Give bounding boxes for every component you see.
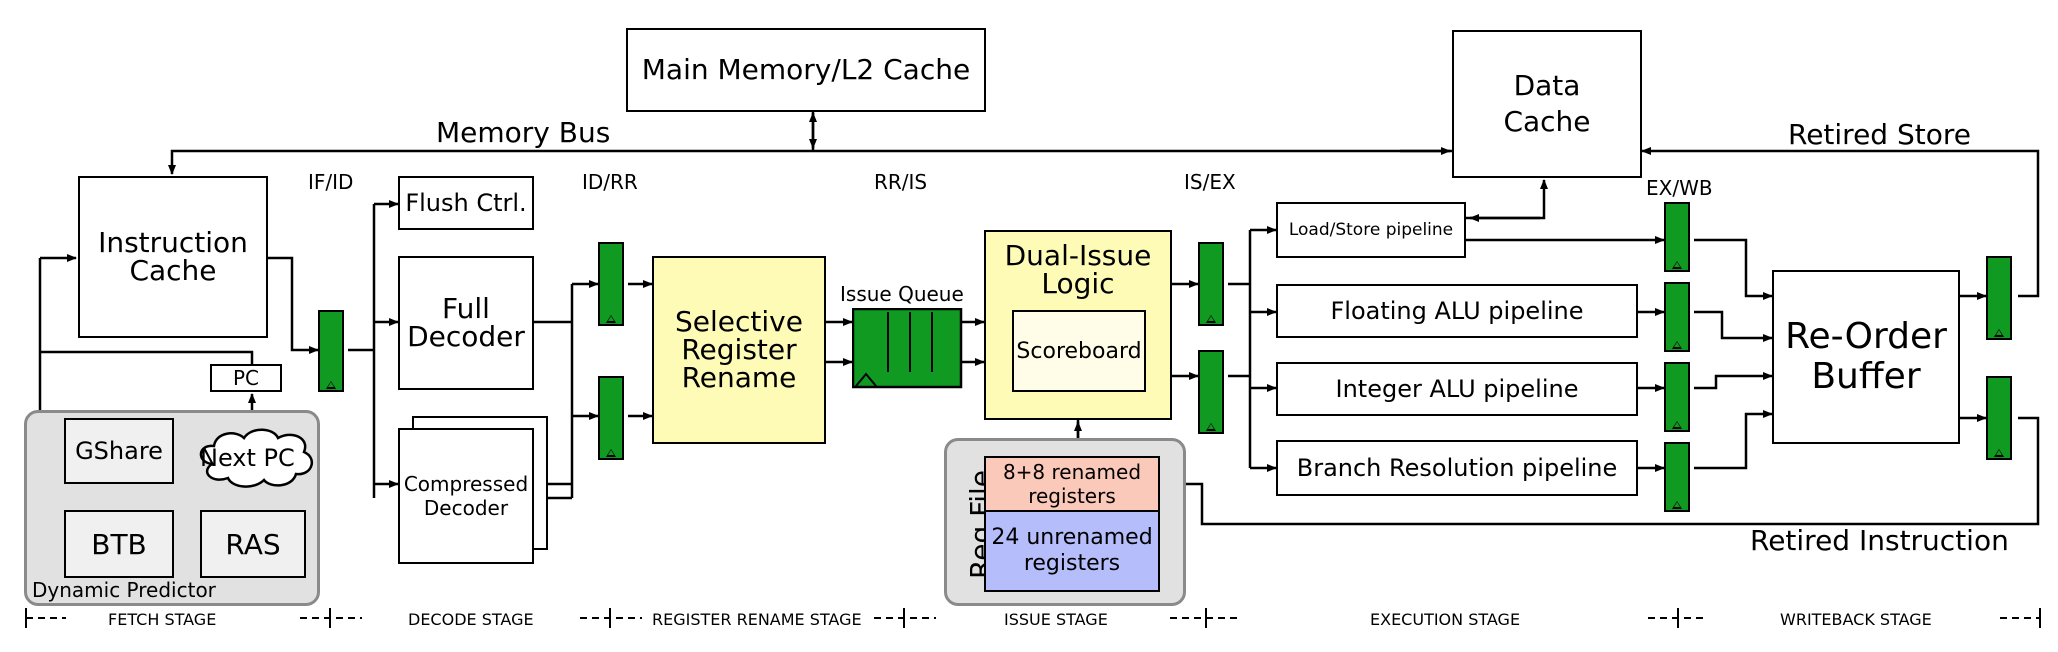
btb-block: BTB xyxy=(64,510,174,578)
main-memory-block: Main Memory/L2 Cache xyxy=(626,28,986,112)
id-rr-label: ID/RR xyxy=(582,170,638,194)
if-id-latch xyxy=(318,310,344,392)
ex-wb-latch-3 xyxy=(1664,362,1690,432)
is-ex-latch-1 xyxy=(1198,242,1224,326)
selective-register-rename-block: Selective Register Rename xyxy=(652,256,826,444)
load-store-pipeline-block: Load/Store pipeline xyxy=(1276,202,1466,258)
pc-register: PC xyxy=(210,364,282,392)
fetch-stage-label: FETCH STAGE xyxy=(108,610,217,629)
scoreboard-block: Scoreboard xyxy=(1012,310,1146,392)
retired-instruction-line xyxy=(1163,416,2040,526)
if-id-label: IF/ID xyxy=(308,170,354,194)
writeback-stage-label: WRITEBACK STAGE xyxy=(1780,610,1932,629)
ex-wb-latch-2 xyxy=(1664,282,1690,352)
full-decoder-block: Full Decoder xyxy=(398,256,534,390)
next-pc-cloud xyxy=(199,428,314,488)
register-rename-stage-label: REGISTER RENAME STAGE xyxy=(652,610,862,629)
is-ex-latch-2 xyxy=(1198,350,1224,434)
gshare-block: GShare xyxy=(64,418,174,484)
issue-queue-block xyxy=(852,308,963,389)
id-rr-latch-1 xyxy=(598,242,624,326)
next-pc-label: Next PC xyxy=(200,444,295,472)
issue-queue-label: Issue Queue xyxy=(840,282,964,306)
branch-resolution-pipeline-block: Branch Resolution pipeline xyxy=(1276,440,1638,496)
ras-block: RAS xyxy=(200,510,306,578)
dual-issue-logic-label: Dual-Issue Logic xyxy=(1004,239,1152,300)
rr-is-label: RR/IS xyxy=(874,170,928,194)
instruction-cache-block: Instruction Cache xyxy=(78,176,268,338)
floating-alu-pipeline-block: Floating ALU pipeline xyxy=(1276,284,1638,338)
retire-latch-1 xyxy=(1986,256,2012,340)
memory-bus-label: Memory Bus xyxy=(436,116,611,149)
issue-stage-label: ISSUE STAGE xyxy=(1004,610,1108,629)
renamed-registers-block: 8+8 renamed registers xyxy=(984,456,1160,512)
ex-wb-latch-1 xyxy=(1664,202,1690,272)
dynamic-predictor-label: Dynamic Predictor xyxy=(32,578,216,602)
unrenamed-registers-block: 24 unrenamed registers xyxy=(984,510,1160,592)
execution-stage-label: EXECUTION STAGE xyxy=(1370,610,1521,629)
retired-store-label: Retired Store xyxy=(1788,118,1971,151)
is-ex-label: IS/EX xyxy=(1184,170,1236,194)
flush-ctrl-block: Flush Ctrl. xyxy=(398,176,534,230)
retired-instruction-label: Retired Instruction xyxy=(1750,524,2009,557)
decode-stage-label: DECODE STAGE xyxy=(408,610,534,629)
id-rr-latch-2 xyxy=(598,376,624,460)
reorder-buffer-block: Re-Order Buffer xyxy=(1772,270,1960,444)
integer-alu-pipeline-block: Integer ALU pipeline xyxy=(1276,362,1638,416)
memory-bus-line xyxy=(168,149,1452,175)
retire-latch-2 xyxy=(1986,376,2012,460)
data-cache-block: Data Cache xyxy=(1452,30,1642,178)
retired-store-line xyxy=(1641,147,2040,298)
compressed-decoder-block: Compressed Decoder xyxy=(398,428,534,564)
ex-wb-label: EX/WB xyxy=(1646,176,1713,200)
ex-wb-latch-4 xyxy=(1664,442,1690,512)
